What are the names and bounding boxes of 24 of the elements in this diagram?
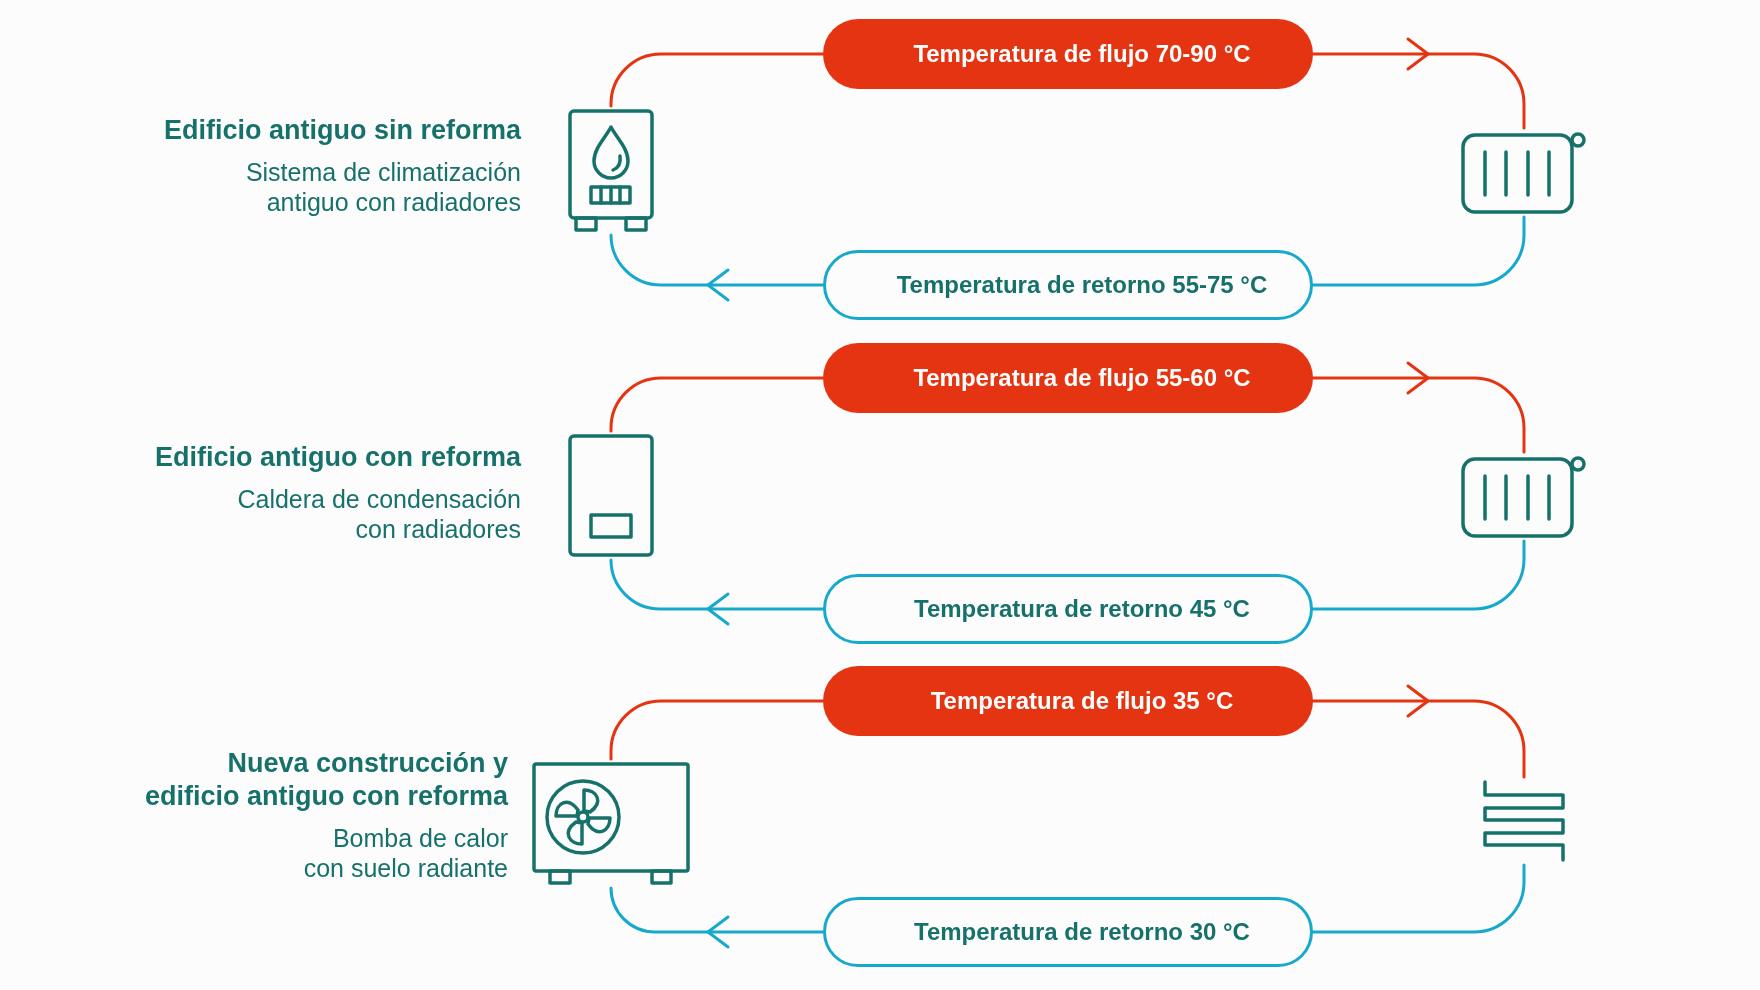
radiator-icon [1461, 131, 1587, 214]
connector-line [609, 376, 825, 433]
flow-temperature-pill: Temperatura de flujo 55-60 °C [823, 343, 1313, 413]
connector-line [1311, 215, 1526, 287]
building-type-heading: Edificio antiguo con reforma [154, 442, 521, 472]
connector-line [609, 52, 825, 108]
boiler-icon [568, 109, 654, 232]
connector-line [609, 699, 825, 761]
return-temperature-pill: Temperatura de retorno 30 °C [823, 897, 1313, 967]
return-temperature-pill: Temperatura de retorno 45 °C [823, 574, 1313, 644]
heat-pump-icon [532, 762, 690, 885]
flow-temperature-pill: Temperatura de flujo 35 °C [823, 666, 1313, 736]
heating-system-description: Bomba de calor con suelo radiante [303, 824, 508, 882]
building-type-heading: Edificio antiguo sin reforma [163, 115, 521, 145]
boiler-icon [568, 434, 654, 557]
heating-system-description: Sistema de climatización antiguo con radiadores [245, 158, 521, 216]
building-type-heading: Nueva construcción y edificio antiguo con reforma [144, 748, 508, 811]
heating-system-description: Caldera de condensación con radiadores [237, 485, 521, 543]
connector-line [1311, 863, 1526, 934]
return-temperature-pill: Temperatura de retorno 55-75 °C [823, 250, 1313, 320]
flow-temperature-pill: Temperatura de flujo 70-90 °C [823, 19, 1313, 89]
floor-heating-coil-icon [1482, 780, 1566, 862]
connector-line [1311, 539, 1526, 611]
radiator-icon [1461, 455, 1587, 538]
